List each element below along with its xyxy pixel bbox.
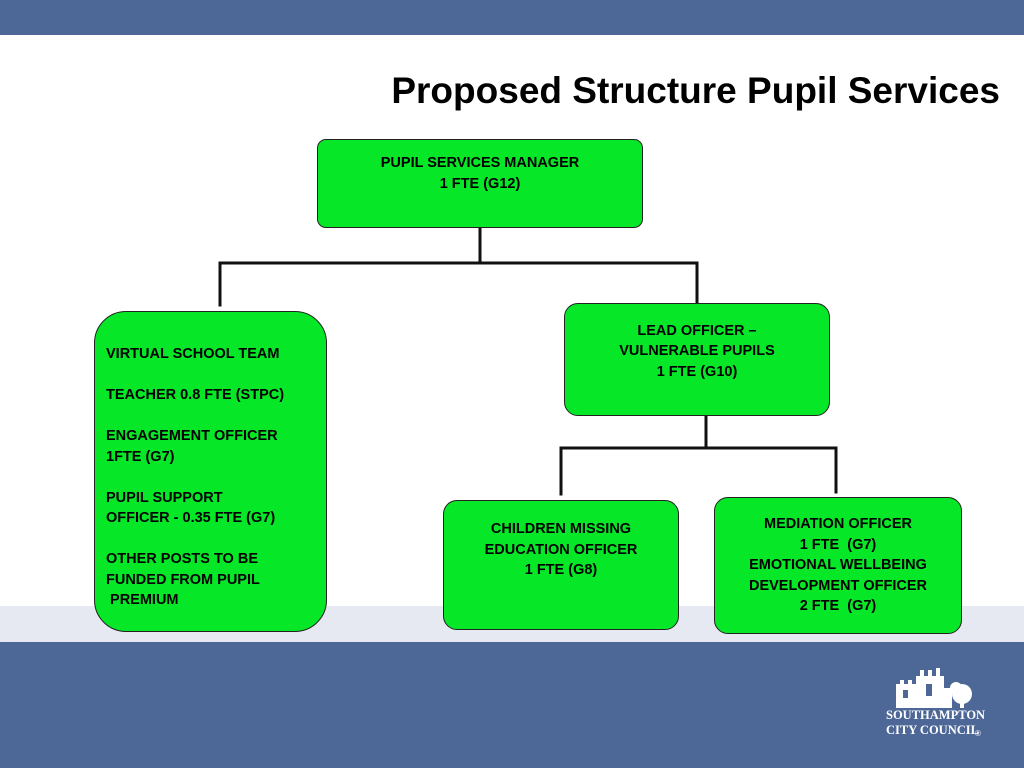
node-text-line: ENGAGEMENT OFFICER (106, 428, 278, 444)
node-text-line (106, 467, 110, 488)
node-text-line: EDUCATION OFFICER (484, 541, 638, 558)
node-text-line: 1 FTE (G12) (439, 175, 521, 192)
top-header-band (0, 0, 1024, 35)
node-children-missing-education-officer: CHILDREN MISSING EDUCATION OFFICER 1 FTE (… (443, 500, 679, 630)
node-text-line (106, 406, 110, 427)
node-pupil-services-manager: PUPIL SERVICES MANAGER 1 FTE (G12) (317, 139, 643, 228)
node-mediation-emotional-wellbeing: MEDIATION OFFICER 1 FTE (G7) EMOTIONAL WEL… (714, 497, 962, 634)
node-text-line (106, 365, 110, 386)
node-text-line: PREMIUM (106, 592, 179, 608)
node-text-line: LEAD OFFICER – (637, 322, 757, 339)
node-text-line: 1 FTE (G10) (656, 363, 738, 380)
node-text-line: 1 FTE (G8) (524, 562, 598, 579)
node-text-line: PUPIL SUPPORT (106, 489, 223, 506)
castle-icon (896, 668, 972, 708)
node-text-line (106, 529, 110, 550)
node-text-line: 1 FTE (G7) (799, 536, 877, 553)
node-lead-officer-vulnerable-pupils: LEAD OFFICER – VULNERABLE PUPILS 1 FTE (G1… (564, 303, 830, 416)
node-text-line: CHILDREN MISSING (490, 521, 632, 538)
footer-band (0, 642, 1024, 768)
southampton-city-council-logo: SOUTHAMPTON CITY COUNCIL ® (886, 662, 986, 744)
logo-text-southampton: SOUTHAMPTON (886, 708, 986, 722)
node-text-line: TEACHER 0.8 FTE (STPC) (106, 387, 285, 403)
node-text-line: 1FTE (G7) (106, 448, 175, 465)
node-text-line: PUPIL SERVICES MANAGER (380, 155, 580, 171)
registered-mark: ® (975, 729, 981, 738)
node-text-line: EMOTIONAL WELLBEING (749, 557, 927, 574)
node-text-line: VULNERABLE PUPILS (619, 343, 775, 360)
logo-text-city-council: CITY COUNCIL (886, 723, 979, 737)
node-text-line: FUNDED FROM PUPIL (106, 571, 260, 588)
slide-title: Proposed Structure Pupil Services (391, 70, 1000, 111)
node-text-line: MEDIATION OFFICER (764, 516, 912, 533)
node-text-line: DEVELOPMENT OFFICER (748, 577, 928, 594)
node-text-line: 2 FTE (G7) (799, 598, 877, 615)
node-text-line: OFFICER - 0.35 FTE (G7) (106, 510, 276, 526)
node-text-line: VIRTUAL SCHOOL TEAM (106, 346, 280, 362)
node-virtual-school-team: VIRTUAL SCHOOL TEAM TEACHER 0.8 FTE (STP… (94, 311, 327, 632)
node-text-line: OTHER POSTS TO BE (106, 551, 259, 567)
